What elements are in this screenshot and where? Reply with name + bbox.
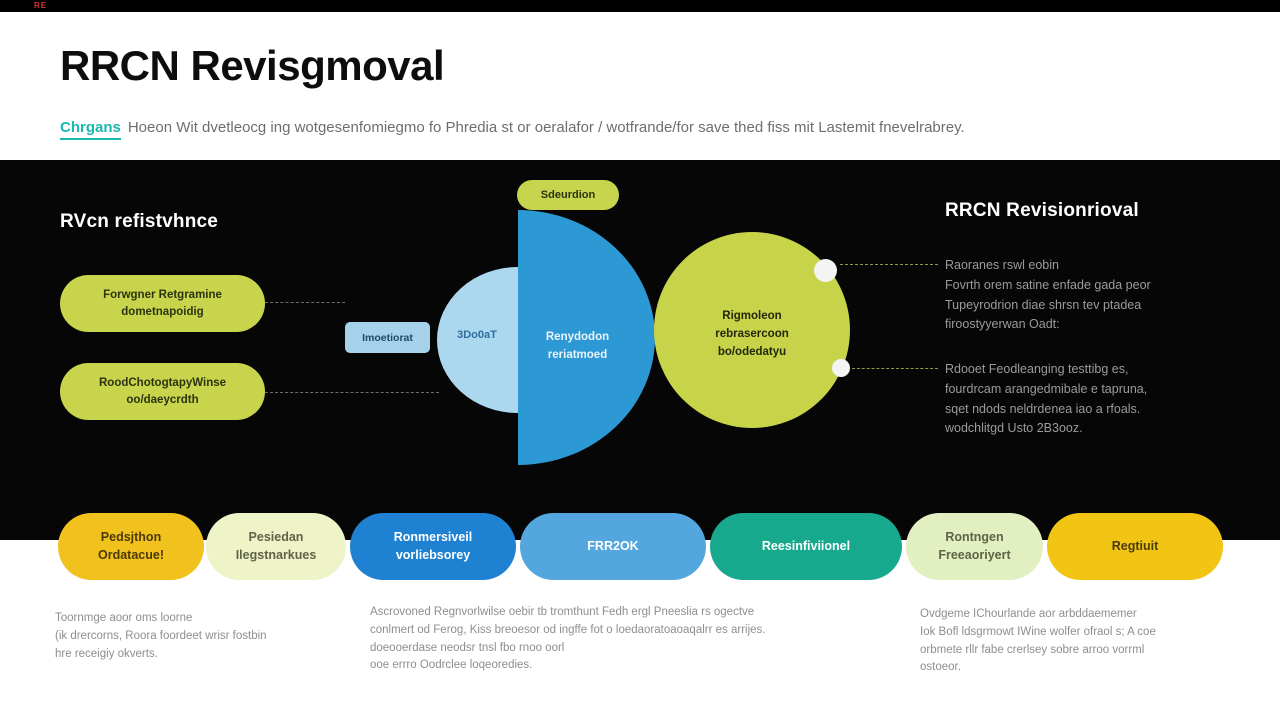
left-heading: RVcn refistvhnce: [60, 211, 219, 232]
pill-frr2ok[interactable]: FRR2OK: [520, 513, 706, 580]
process-label: Renydodon reriatmoed: [545, 331, 610, 362]
right-heading: RRCN Revisionrioval: [945, 200, 1139, 221]
source-pill-top: Forwgner Retgramine dometnapoidig: [60, 275, 265, 332]
source-pill-bottom: RoodChotogtapyWinse oo/daeycrdth: [60, 363, 265, 420]
connector-line: [852, 368, 938, 369]
input-step-box: Imoetiorat: [345, 322, 430, 353]
marker-dot: [832, 359, 850, 377]
connector-line: [265, 302, 345, 303]
footer-note: Ascrovoned Regnvorlwilse oebir tb tromth…: [370, 606, 766, 672]
marker-dot: [814, 259, 837, 282]
result-circle-label: Rigmoleon rebrasercoon bo/odedatyu: [715, 310, 789, 358]
pill-pedsjthon[interactable]: Pedsjthon Ordatacue!: [58, 513, 204, 580]
pill-rontngen[interactable]: Rontngen Freeaoriyert: [906, 513, 1043, 580]
brand-logo: RE: [34, 1, 48, 10]
pill-pesiedan[interactable]: Pesiedan Ilegstnarkues: [206, 513, 346, 580]
subtitle: Chrgans Hoeon Wit dvetleocg ing wotgesenf…: [60, 119, 1180, 140]
category-pill-row: Pedsjthon Ordatacue! Pesiedan Ilegstnark…: [0, 513, 1280, 580]
connector-line: [265, 392, 439, 393]
funnel-stage-label: 3Do0aT: [457, 329, 497, 341]
right-text-block: Raoranes rswl eobin Fovrth orem satine e…: [945, 258, 1151, 332]
connector-line: [840, 264, 938, 265]
pill-regtiuit[interactable]: Regtiuit: [1047, 513, 1223, 580]
pill-ronmersiveil[interactable]: Ronmersiveil vorliebsorey: [350, 513, 516, 580]
seed-label-pill: Sdeurdion: [517, 180, 619, 210]
subtitle-link[interactable]: Chrgans: [60, 119, 121, 140]
pill-reesinfiviionel[interactable]: Reesinfiviionel: [710, 513, 902, 580]
footer-note: Toornmge aoor oms loorne (ik drercorns, …: [55, 612, 267, 660]
subtitle-text: Hoeon Wit dvetleocg ing wotgesenfomiegmo…: [127, 119, 965, 136]
diagram-panel: RVcn refistvhnce Forwgner Retgramine dom…: [0, 160, 1280, 540]
footer-note: Ovdgeme IChourlande aor arbddaememer Iok…: [920, 608, 1156, 674]
top-bar: RE: [0, 0, 1280, 12]
right-text-block: Rdooet Feodleanging testtibg es, fourdrc…: [945, 362, 1148, 436]
page-title: RRCN Revisgmoval: [60, 42, 445, 89]
